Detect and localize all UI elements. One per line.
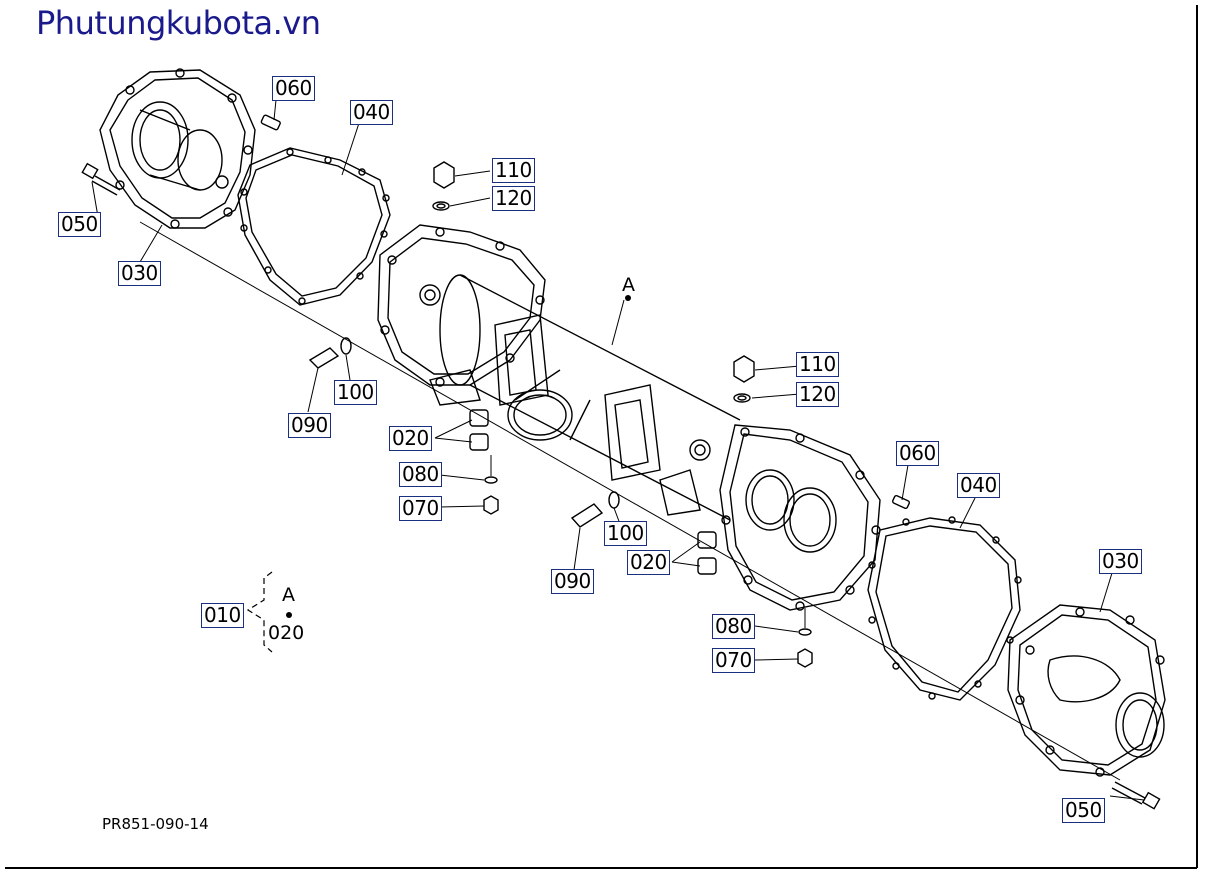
part-tag-070-right[interactable]: 070 — [712, 648, 755, 673]
part-tag-020-left[interactable]: 020 — [389, 426, 432, 451]
part-tag-100-right[interactable]: 100 — [604, 521, 647, 546]
part-tag-030-right[interactable]: 030 — [1099, 549, 1142, 574]
part-tag-100-left[interactable]: 100 — [334, 380, 377, 405]
part-tag-050-left[interactable]: 050 — [58, 212, 101, 237]
bushings-020-left — [469, 409, 489, 451]
fitting-090-left — [308, 337, 352, 369]
part-tag-090-right[interactable]: 090 — [551, 569, 594, 594]
drawing-code: PR851-090-14 — [102, 815, 209, 833]
part-tag-040-left[interactable]: 040 — [350, 100, 393, 125]
bushings-020-right — [697, 531, 717, 575]
drain-plug-070-right — [797, 628, 813, 668]
ref-point-a-legend: A — [282, 584, 295, 606]
part-tag-090-left[interactable]: 090 — [288, 413, 331, 438]
part-tag-110-right[interactable]: 110 — [796, 352, 839, 377]
part-tag-120-left[interactable]: 120 — [492, 186, 535, 211]
part-tag-080-left[interactable]: 080 — [399, 462, 442, 487]
part-tag-030-left[interactable]: 030 — [118, 261, 161, 286]
part-tag-020-right[interactable]: 020 — [627, 550, 670, 575]
left-bolt-050 — [81, 162, 121, 196]
part-tag-070-left[interactable]: 070 — [399, 496, 442, 521]
watermark-text: Phutungkubota.vn — [36, 4, 321, 42]
upper-plug-110-left — [432, 161, 455, 211]
part-tag-040-right[interactable]: 040 — [957, 473, 1000, 498]
part-tag-060-left[interactable]: 060 — [272, 76, 315, 101]
part-tag-050-right[interactable]: 050 — [1062, 798, 1105, 823]
part-tag-060-right[interactable]: 060 — [896, 441, 939, 466]
legend-020: 020 — [268, 622, 305, 644]
part-tag-120-right[interactable]: 120 — [796, 382, 839, 407]
right-gasket-040 — [867, 516, 1022, 701]
left-gasket-040 — [237, 147, 391, 306]
part-tag-010[interactable]: 010 — [201, 603, 244, 628]
drain-plug-070-left — [483, 476, 499, 515]
upper-plug-110-right — [733, 355, 755, 403]
left-cover-030 — [99, 68, 256, 229]
left-pin-060 — [260, 114, 281, 131]
ref-point-a-main: A — [622, 274, 635, 296]
part-tag-110-left[interactable]: 110 — [492, 158, 535, 183]
axle-housing — [377, 224, 881, 611]
right-cover-030 — [1007, 604, 1166, 777]
right-bolt-050 — [1111, 781, 1161, 810]
right-pin-060 — [892, 494, 910, 510]
part-tag-080-right[interactable]: 080 — [712, 614, 755, 639]
